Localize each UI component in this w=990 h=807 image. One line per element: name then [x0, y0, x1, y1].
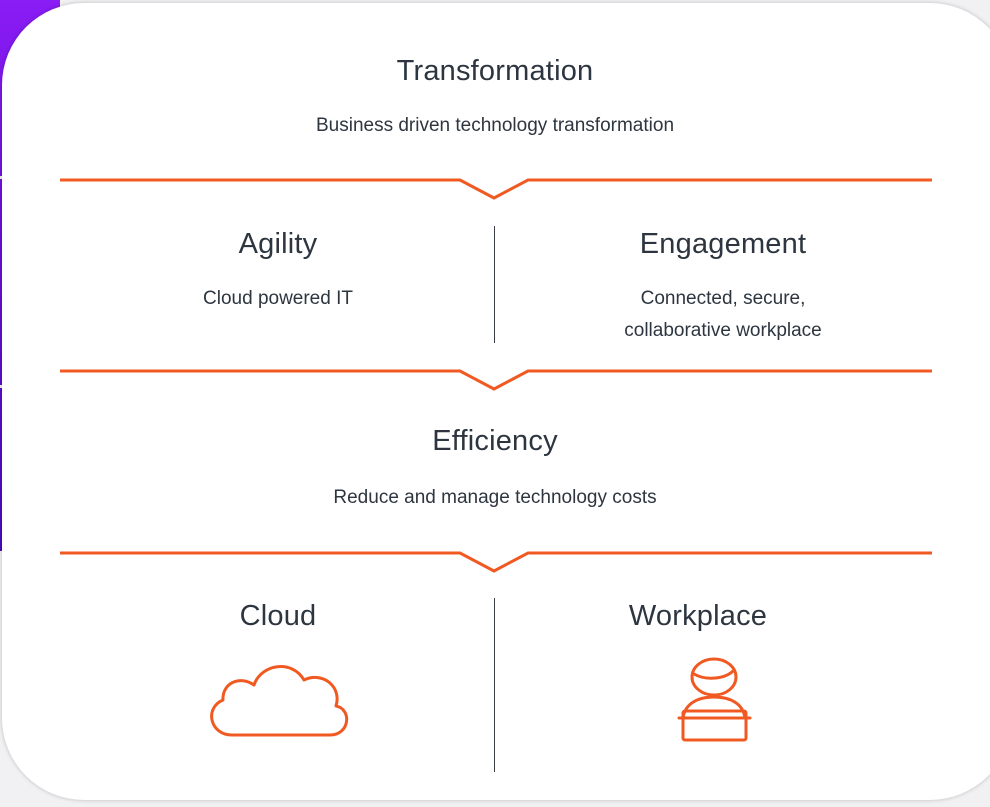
transformation-title: Transformation	[396, 55, 594, 87]
chevron-separator-1	[60, 178, 932, 200]
efficiency-subtitle: Reduce and manage technology costs	[333, 487, 657, 508]
transformation-subtitle: Business driven technology transformatio…	[315, 115, 675, 136]
diagram-card	[2, 3, 990, 800]
chevron-separator-2	[60, 369, 932, 391]
cloud-icon	[210, 665, 348, 737]
efficiency-title: Efficiency	[432, 425, 558, 457]
cloud-title: Cloud	[239, 600, 317, 632]
column-divider	[494, 598, 495, 772]
engagement-title: Engagement	[639, 228, 807, 260]
engagement-subtitle-line1: Connected, secure,	[640, 288, 806, 309]
person-laptop-icon	[677, 657, 752, 742]
column-divider	[494, 226, 495, 343]
agility-title: Agility	[238, 228, 318, 260]
engagement-subtitle-line2: collaborative workplace	[624, 320, 822, 341]
chevron-separator-3	[60, 551, 932, 573]
agility-subtitle: Cloud powered IT	[203, 288, 353, 309]
workplace-title: Workplace	[628, 600, 768, 632]
